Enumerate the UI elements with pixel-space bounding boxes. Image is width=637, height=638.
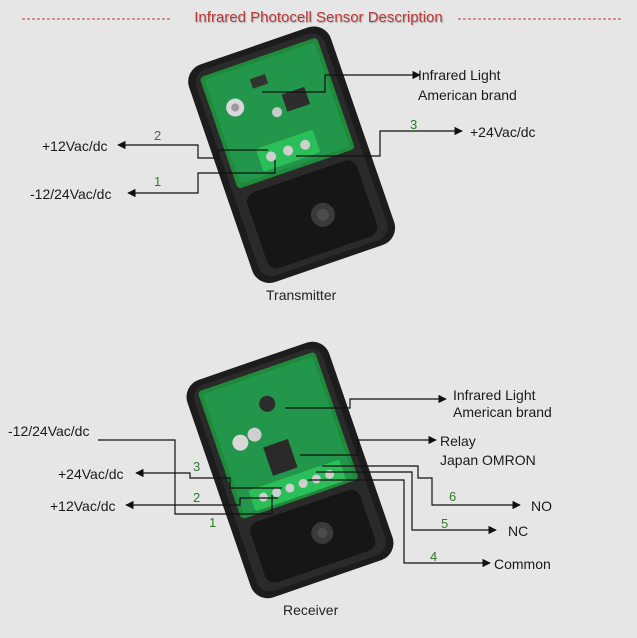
- receiver-pin-2-label: +12Vac/dc: [50, 498, 116, 514]
- receiver-infrared-label-2: American brand: [453, 404, 552, 420]
- receiver-caption: Receiver: [283, 602, 339, 618]
- receiver-neg-label: -12/24Vac/dc: [8, 423, 90, 439]
- receiver-pin-6-label: NO: [531, 498, 552, 514]
- receiver-pin-6-number: 6: [449, 489, 457, 504]
- transmitter-infrared-label-1: Infrared Light: [418, 67, 501, 83]
- receiver-pin-1-number: 1: [209, 515, 217, 530]
- transmitter-pin-1-number: 1: [154, 174, 162, 189]
- transmitter-device: [188, 26, 396, 284]
- transmitter-caption: Transmitter: [266, 287, 337, 303]
- receiver-pin-3-number: 3: [193, 459, 201, 474]
- receiver-pin-3-label: +24Vac/dc: [58, 466, 124, 482]
- transmitter-pin-2-number: 2: [154, 128, 162, 143]
- receiver-pin-5-label: NC: [508, 523, 529, 539]
- transmitter-pin-1-label: -12/24Vac/dc: [30, 186, 112, 202]
- receiver-pin-4-label: Common: [494, 556, 551, 572]
- receiver-wires: [98, 394, 521, 568]
- receiver-relay: [263, 439, 298, 476]
- receiver-infrared-label-1: Infrared Light: [453, 387, 536, 403]
- receiver-pin-4-number: 4: [430, 549, 438, 564]
- receiver-pin-2-number: 2: [193, 490, 201, 505]
- transmitter-pin-2-label: +12Vac/dc: [42, 138, 108, 154]
- transmitter-pin-3-label: +24Vac/dc: [470, 124, 536, 140]
- transmitter-infrared-label-2: American brand: [418, 87, 517, 103]
- transmitter-wires: [117, 70, 463, 198]
- receiver-pin-5-number: 5: [441, 516, 449, 531]
- transmitter-pin-3-number: 3: [410, 117, 418, 132]
- receiver-sensor: [259, 395, 276, 412]
- receiver-relay-label-1: Relay: [440, 433, 476, 449]
- diagram-title: Infrared Photocell Sensor Description: [194, 9, 443, 26]
- receiver-device: [186, 341, 394, 599]
- receiver-relay-label-2: Japan OMRON: [440, 452, 536, 468]
